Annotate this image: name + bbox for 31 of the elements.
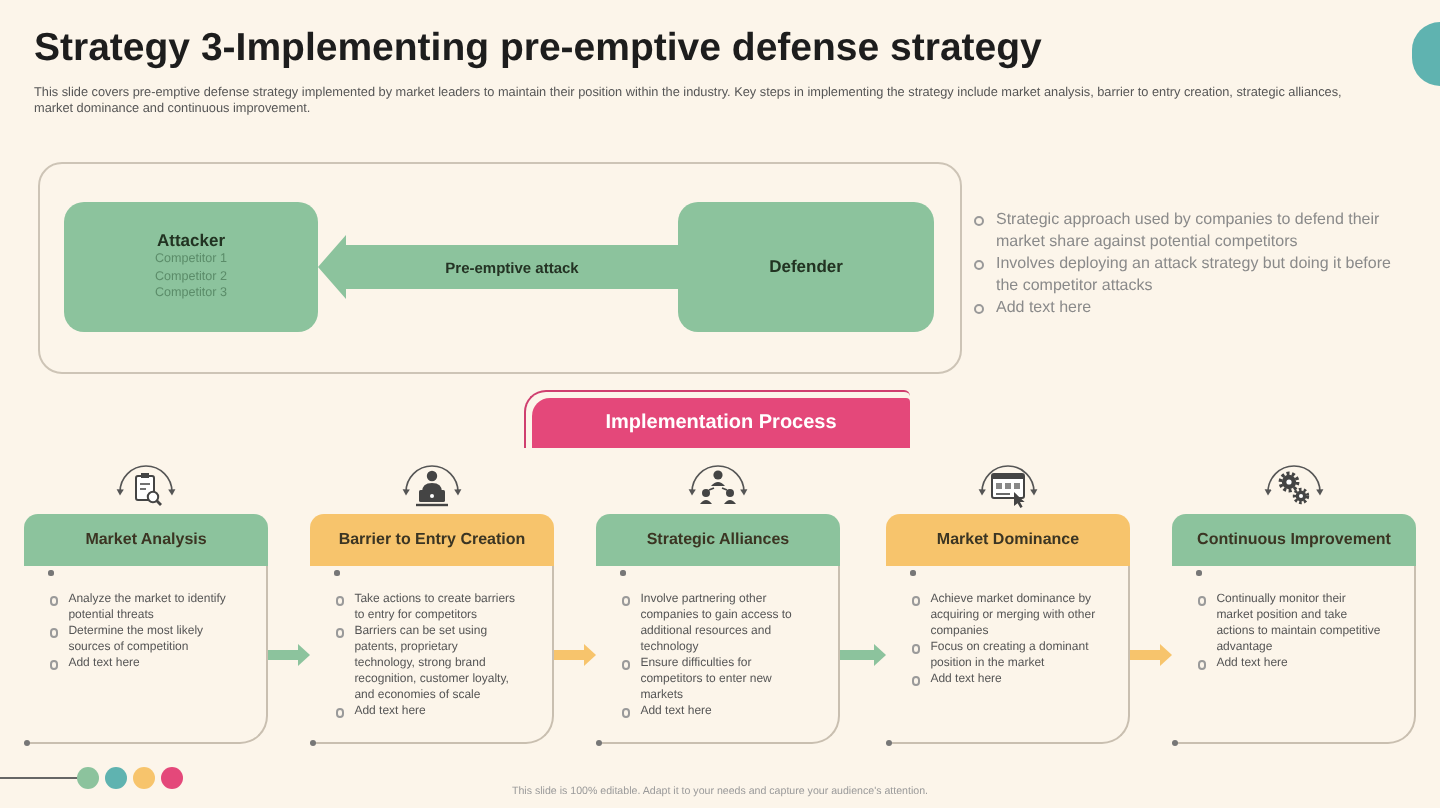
actor-card: [678, 202, 934, 332]
bullet-text: Involves deploying an attack strategy but doing it before the competitor attacks: [996, 252, 1393, 296]
block-arrow: [318, 235, 678, 299]
banner: [524, 390, 910, 448]
arrow: [268, 644, 310, 666]
bullet-text: Strategic approach used by companies to defend their market share against potential competitors: [996, 208, 1382, 252]
step-card: [1172, 566, 1416, 744]
step-header: [24, 514, 268, 566]
card-title: Attacker: [156, 230, 226, 253]
bullet-text: Add text here: [996, 296, 1092, 318]
slide-title: Strategy 3-Implementing pre-emptive defense strategy: [34, 26, 1042, 72]
step-header: [596, 514, 840, 566]
step-header: [310, 514, 554, 566]
step-title: Continuous Improvement: [1197, 530, 1391, 550]
step-card: [24, 566, 268, 744]
arrow: [1130, 644, 1172, 666]
card-title: Defender: [769, 256, 843, 278]
step-card: [310, 566, 554, 744]
step-title: Market Analysis: [85, 530, 207, 550]
step-header: [886, 514, 1130, 566]
panel-frame: [38, 162, 962, 374]
step-title: Barrier to Entry Creation: [338, 530, 526, 550]
step-title: Market Dominance: [936, 530, 1080, 550]
step-title: Strategic Alliances: [646, 530, 790, 550]
step-card: [596, 566, 840, 744]
banner-title: Implementation Process: [605, 411, 837, 435]
step-card: [886, 566, 1130, 744]
arrow: [840, 644, 886, 666]
arrow: [554, 644, 596, 666]
step-header: [1172, 514, 1416, 566]
actor-card: [64, 202, 318, 332]
